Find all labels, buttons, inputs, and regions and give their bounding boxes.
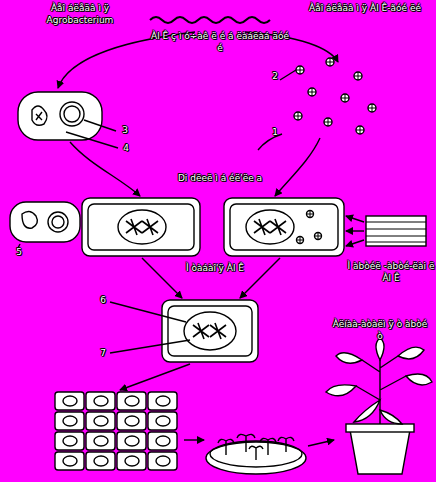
caption-label: Ì àbòéë -àbòé-ëài ë Àl Ê — [346, 260, 436, 284]
callout-number: 6 — [96, 294, 110, 306]
caption-label: Ì òàáàî'ÿ Àl Ê — [135, 262, 295, 274]
caption-label: Àåî áëåäâ ì ÿ Agrobacterium — [20, 2, 140, 26]
callout-number: 1 — [268, 126, 282, 138]
callout-number: 4 — [119, 142, 133, 154]
callout-number: 3 — [118, 124, 132, 136]
caption-label: Àåî áëåäâ ì ÿ Àl Ê-ãóé ëé — [300, 2, 430, 14]
caption-label: Àl Ê ç ì ó÷àê ë é á ëàáëàá äóé é — [150, 30, 290, 54]
caption-label: Di dëeë ì á éë'ëe a — [110, 172, 330, 184]
callout-number: 2 — [268, 70, 282, 82]
caption-label: Àëíàà-àòàëì ÿ ò àbòé ò — [330, 318, 430, 342]
callout-number: 5 — [12, 246, 26, 258]
callout-number: 7 — [96, 347, 110, 359]
